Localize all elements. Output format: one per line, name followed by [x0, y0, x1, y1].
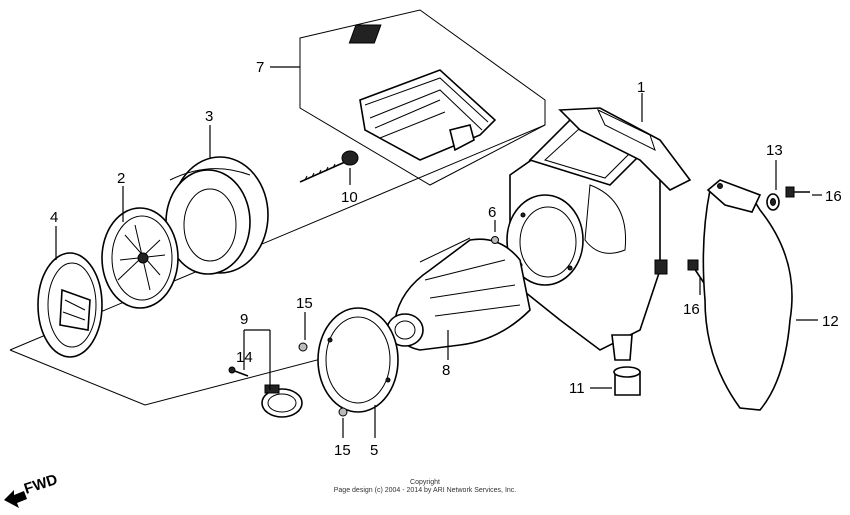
- part-base-plate: [37, 252, 103, 358]
- part-bolt-16-upper: [785, 186, 810, 198]
- part-screw-14: [228, 366, 249, 377]
- callout-15-lower: 15: [334, 442, 351, 459]
- part-air-cleaner-case: [506, 107, 692, 361]
- part-nut-15-upper: [298, 342, 308, 352]
- part-shroud-cover: [702, 179, 793, 411]
- callout-16-lower: 16: [683, 301, 700, 318]
- part-foam-element: [165, 156, 269, 275]
- part-element-holder: [348, 24, 497, 161]
- part-washer-13: [766, 193, 780, 211]
- part-gasket-ring: [317, 307, 399, 413]
- callout-1: 1: [637, 79, 645, 96]
- leader-lines: [55, 66, 822, 438]
- callout-3: 3: [205, 108, 213, 125]
- callout-4: 4: [50, 209, 58, 226]
- callout-16-upper: 16: [825, 188, 842, 205]
- callout-5: 5: [370, 442, 378, 459]
- part-hose-clamp: [261, 384, 303, 418]
- callout-10: 10: [341, 189, 358, 206]
- part-nut-15-lower: [338, 407, 348, 417]
- callout-13: 13: [766, 142, 783, 159]
- callout-12: 12: [822, 313, 839, 330]
- callout-11: 11: [569, 380, 585, 397]
- forward-arrow-icon: [4, 490, 27, 508]
- callout-8: 8: [442, 362, 450, 379]
- callout-7: 7: [256, 59, 264, 76]
- part-drain-cap: [613, 366, 641, 396]
- callout-labels: 1 2 3 4 5 6 7 8 9 10 11 12 13 14 15 15 1…: [50, 59, 842, 459]
- part-intake-boot: [386, 237, 531, 351]
- part-bolt-10: [299, 150, 359, 183]
- callout-9: 9: [240, 311, 248, 328]
- part-element-cage: [101, 207, 179, 309]
- callout-6: 6: [488, 204, 496, 221]
- callout-2: 2: [117, 170, 125, 187]
- copyright-notice: Page design (c) 2004 - 2014 by ARI Netwo…: [333, 487, 517, 494]
- copyright-title: Copyright: [410, 479, 440, 486]
- callout-14: 14: [236, 349, 253, 366]
- part-grommet-6: [491, 236, 499, 244]
- callout-15-upper: 15: [296, 295, 313, 312]
